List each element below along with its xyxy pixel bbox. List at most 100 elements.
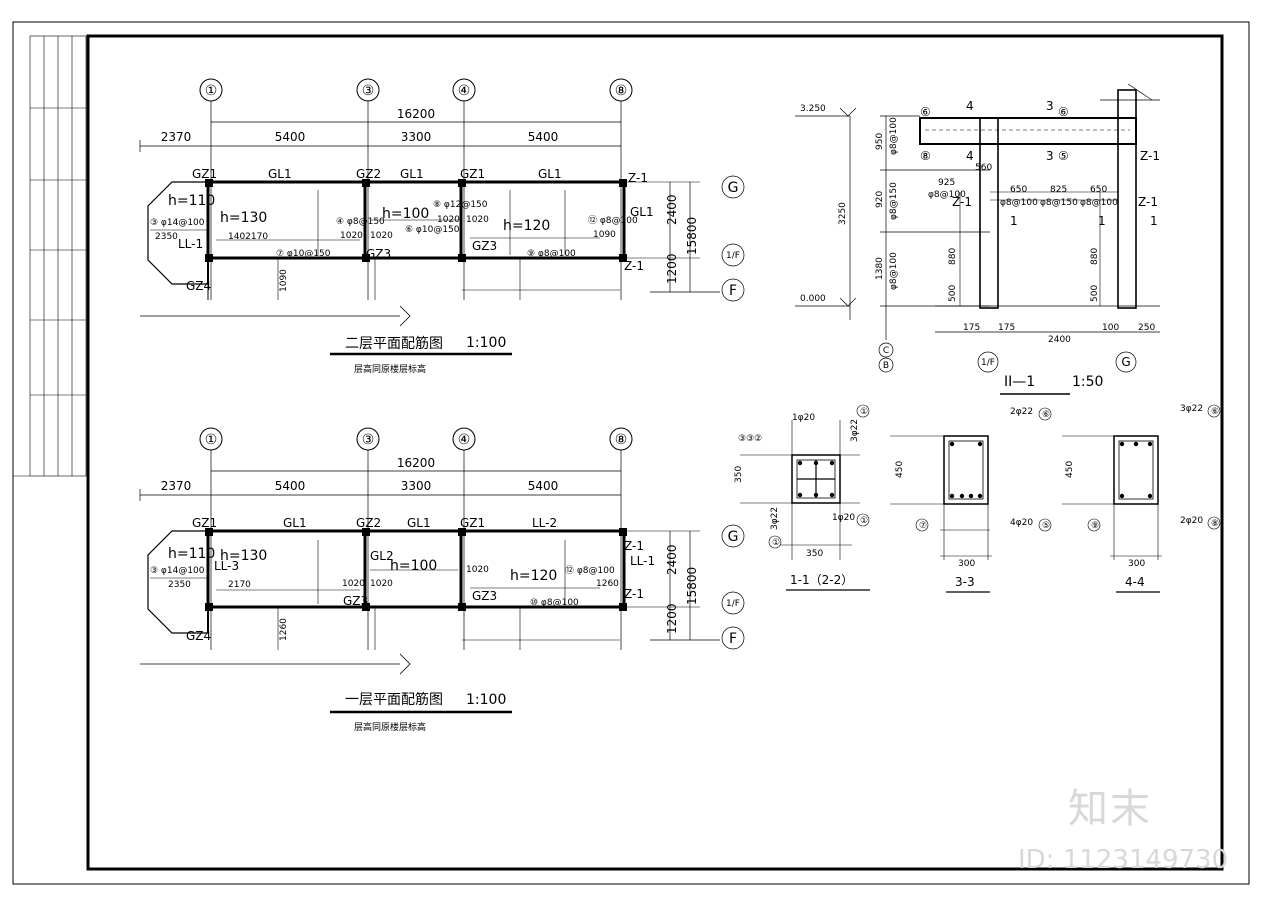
top-label: ⑥ <box>1058 105 1069 119</box>
detail-label: ③③② <box>738 434 762 444</box>
detail-label: 2φ22 <box>1010 407 1033 417</box>
beam-label: GL1 <box>400 167 424 181</box>
hdim: 175 <box>998 323 1015 333</box>
grid-label: 1/F <box>981 358 995 368</box>
span-dim: 2350 <box>155 232 178 242</box>
watermark-brand: 知末 <box>1068 786 1152 832</box>
detail-label: ⑧ <box>1211 519 1219 529</box>
detail-dim: 300 <box>958 559 975 569</box>
misc-label: 2400 <box>665 544 679 575</box>
misc-label: 15800 <box>685 217 699 255</box>
axis-label: ④ <box>458 83 471 99</box>
hdim: 560 <box>975 163 992 173</box>
misc-label: LL-3 <box>214 559 239 573</box>
detail-label: ⑨ <box>1091 521 1099 531</box>
top-label: 4 <box>966 99 974 113</box>
vdim: 920 <box>875 191 885 208</box>
beam-label: GL1 <box>407 516 431 530</box>
plan-first-floor: ① ③ ④ ⑧ 16200 2370 5400 3300 5400 <box>139 427 745 733</box>
span-dim: 1260 <box>596 579 619 589</box>
detail-label: 2φ20 <box>1180 516 1203 526</box>
axis-bubbles-plan1: ① ③ ④ ⑧ <box>199 427 633 451</box>
rebar-label: ③ φ14@100 <box>150 218 205 228</box>
section-title: II—1 <box>1004 374 1035 390</box>
span-dim: 2350 <box>168 580 191 590</box>
hdim: 2400 <box>1048 335 1071 345</box>
title-block <box>13 35 87 477</box>
span-dim: 1260 <box>279 618 289 641</box>
watermark-id: ID: 1123149730 <box>1018 845 1228 875</box>
misc-label: GL1 <box>630 205 654 219</box>
span-dim: 1020 <box>342 579 365 589</box>
grid-label: G <box>728 529 739 545</box>
hdim: 650 <box>1010 185 1027 195</box>
span-dim: 1020 <box>370 579 393 589</box>
axis-label: ③ <box>362 432 375 448</box>
cut-label: Z-1 <box>1140 149 1160 163</box>
misc-label: GZ4 <box>186 279 211 293</box>
beam-label: GZ2 <box>356 167 381 181</box>
beam-label: GL1 <box>538 167 562 181</box>
dimension: 5400 <box>528 130 559 144</box>
misc-label: 2400 <box>665 194 679 225</box>
dimension: 2370 <box>161 479 192 493</box>
axis-label: ① <box>205 432 218 448</box>
detail-label: 1φ20 <box>832 513 855 523</box>
axis-bubbles-plan2: ① ③ ④ ⑧ <box>199 78 633 102</box>
plan-title: 二层平面配筋图 <box>345 335 443 352</box>
top-label: 3 <box>1046 99 1054 113</box>
vdim: 950 <box>875 133 885 150</box>
section-ii-1: 3.250 0.000 3250 950 920 1380 φ8@100 φ8@… <box>795 83 1160 395</box>
rebar-label: ③ φ14@100 <box>150 566 205 576</box>
plan-scale: 1:100 <box>466 692 506 708</box>
grid-label: 1/F <box>726 251 740 261</box>
rebar-label: ⑫ φ8@100 <box>565 565 615 576</box>
slab-thickness: h=130 <box>220 548 267 564</box>
rebar-label: ⑨ φ8@100 <box>527 249 576 259</box>
cut-label: 4 <box>966 149 974 163</box>
cut-mark: 1 <box>1150 214 1158 228</box>
detail-title: 4-4 <box>1125 575 1145 589</box>
plan-scale: 1:100 <box>466 335 506 351</box>
detail-label: ① <box>860 516 868 526</box>
slab-thickness: h=120 <box>503 218 550 234</box>
misc-label: Z-1 <box>624 539 644 553</box>
rebar-label: ⑦ φ10@150 <box>276 249 331 259</box>
rebar-label: ⑥ φ10@150 <box>405 225 460 235</box>
grid-label: B <box>883 361 889 371</box>
hdim: 250 <box>1138 323 1155 333</box>
elevation: 3.250 <box>800 104 826 114</box>
dimension: 5400 <box>275 130 306 144</box>
detail-dim: 450 <box>895 461 905 478</box>
plan-second-floor: ① ③ ④ ⑧ 16200 2370 5400 3300 5400 <box>139 78 745 375</box>
span-dim: 1020 <box>466 215 489 225</box>
detail-1-1: 350 350 1φ20 ③③② 3φ22 1φ20 3φ22 ① ① ① 1-… <box>734 404 870 591</box>
slab-thickness: h=120 <box>510 568 557 584</box>
cut-mark: 1 <box>1098 214 1106 228</box>
misc-label: GZ3 <box>366 247 391 261</box>
dimension: 3300 <box>401 479 432 493</box>
beam-label: GZ1 <box>460 516 485 530</box>
slab-thickness: h=100 <box>390 558 437 574</box>
dimension: 5400 <box>528 479 559 493</box>
vdim: 500 <box>948 285 958 302</box>
detail-label: ⑥ <box>1211 407 1219 417</box>
total-dimension: 16200 <box>397 456 435 470</box>
rebar-label: φ8@100 <box>889 252 899 290</box>
top-label: ⑧ <box>920 149 931 163</box>
beam-label: GZ1 <box>460 167 485 181</box>
detail-label: 3φ22 <box>1180 404 1203 414</box>
detail-title: 1-1（2-2） <box>790 573 853 587</box>
misc-label: GZ3 <box>472 589 497 603</box>
detail-dim: 300 <box>1128 559 1145 569</box>
beam-label: Z-1 <box>628 171 648 185</box>
span-dim: 1090 <box>593 230 616 240</box>
detail-label: ① <box>772 538 780 548</box>
misc-label: GL2 <box>370 549 394 563</box>
slab-thickness: h=100 <box>382 206 429 222</box>
axis-label: ⑧ <box>615 83 628 99</box>
dimension: 2370 <box>161 130 192 144</box>
vdim: 500 <box>1090 285 1100 302</box>
hdim: 650 <box>1090 185 1107 195</box>
